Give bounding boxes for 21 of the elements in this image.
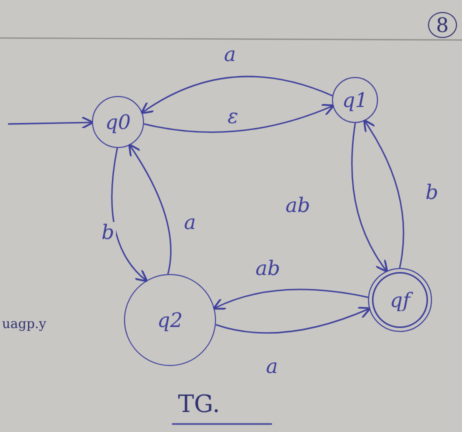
- state-circle: [124, 274, 216, 366]
- state-circle: [332, 77, 378, 123]
- state-label: q0: [105, 110, 131, 134]
- page-number: 8: [428, 12, 457, 38]
- transition-arrow: [144, 104, 335, 133]
- transition-arrow: [128, 143, 172, 274]
- graph-title: TG.: [178, 392, 220, 416]
- transition-arrow: [216, 306, 372, 334]
- transition-arrow: [111, 148, 148, 282]
- transition-arrow: [351, 122, 388, 273]
- transition-arrow: [363, 119, 404, 268]
- state-label: qf: [390, 288, 410, 312]
- transition-arrow: [140, 76, 333, 114]
- edge-label: b: [100, 222, 116, 242]
- transition-arrow: [212, 288, 368, 310]
- bleed-through-text: uagp.y: [2, 318, 46, 331]
- state-circle: [92, 96, 144, 148]
- state-label: q1: [342, 88, 368, 112]
- start-arrow: [8, 116, 94, 130]
- state-label: q2: [157, 308, 183, 332]
- final-state-circle: [368, 268, 432, 332]
